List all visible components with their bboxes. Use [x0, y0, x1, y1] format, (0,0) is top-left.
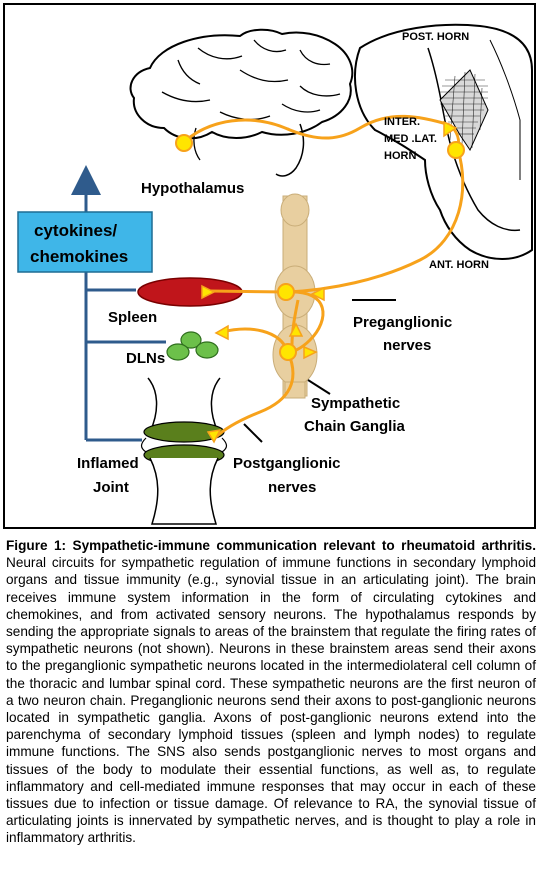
inter-med-lat-label-2: MED .LAT. — [384, 133, 437, 145]
sympathetic-ganglia-label-1: Sympathetic — [311, 395, 400, 412]
post-horn-label: POST. HORN — [402, 31, 469, 43]
ant-horn-label: ANT. HORN — [429, 259, 489, 271]
dlns-label: DLNs — [126, 350, 165, 367]
spinal-cord-section — [354, 23, 533, 260]
figure-caption: Figure 1: Sympathetic-immune communicati… — [6, 537, 536, 847]
inflamed-joint-label-2: Joint — [93, 479, 129, 496]
hypothalamus-label: Hypothalamus — [141, 180, 244, 197]
sympathetic-immune-diagram: POST. HORN INTER. MED .LAT. HORN ANT. HO… — [17, 23, 533, 525]
cytokines-label-1: cytokines/ — [34, 221, 117, 240]
neuron-bodies — [175, 134, 465, 361]
postganglionic-label-1: Postganglionic — [233, 455, 341, 472]
inter-med-lat-label-1: INTER. — [384, 116, 420, 128]
caption-title: Figure 1: Sympathetic-immune communicati… — [6, 538, 536, 553]
preganglionic-label-2: nerves — [383, 337, 431, 354]
inter-med-lat-label-3: HORN — [384, 150, 416, 162]
nerve-arrowheads — [201, 120, 458, 444]
brain-illustration — [129, 28, 354, 177]
cytokines-label-2: chemokines — [30, 247, 128, 266]
leader-lines — [243, 299, 396, 443]
preganglionic-label-1: Preganglionic — [353, 314, 452, 331]
cytokines-box — [17, 211, 153, 273]
inflamed-joint-label-1: Inflamed — [77, 455, 139, 472]
dln-cluster — [166, 331, 219, 361]
spleen-label: Spleen — [108, 309, 157, 326]
caption-body: Neural circuits for sympathetic regulati… — [6, 555, 536, 846]
joint-illustration — [140, 377, 228, 525]
postganglionic-label-2: nerves — [268, 479, 316, 496]
sympathetic-ganglia-label-2: Chain Ganglia — [304, 418, 406, 435]
